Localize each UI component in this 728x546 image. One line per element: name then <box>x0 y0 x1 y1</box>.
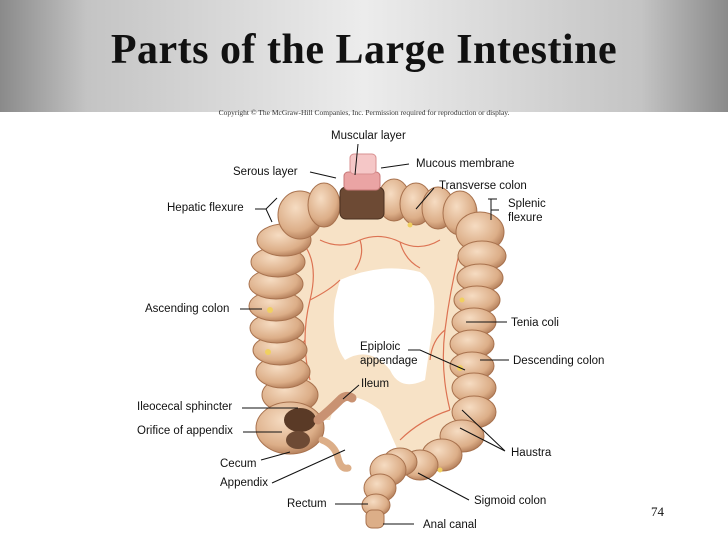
label-appendix: Appendix <box>220 477 268 489</box>
ileum <box>313 391 357 425</box>
label-orifice-of-appendix: Orifice of appendix <box>137 425 233 437</box>
label-mucous-membrane: Mucous membrane <box>416 158 515 170</box>
title-bar <box>0 0 728 112</box>
label-cecum: Cecum <box>220 458 257 470</box>
label-ascending-colon: Ascending colon <box>145 303 230 315</box>
label-anal-canal: Anal canal <box>423 519 477 531</box>
colon-haustra <box>248 178 507 481</box>
label-epiploic-appendage-line1: Epiploic <box>360 341 401 353</box>
rectum <box>361 453 407 529</box>
appendix <box>318 436 352 472</box>
epiploic-appendages <box>265 222 465 473</box>
label-splenic-flexure-line2: flexure <box>508 212 543 224</box>
label-hepatic-flexure: Hepatic flexure <box>167 202 244 214</box>
leader-lines <box>240 143 509 525</box>
label-haustra: Haustra <box>511 447 552 459</box>
label-ileocecal-sphincter: Ileocecal sphincter <box>137 401 233 413</box>
label-splenic-flexure-line1: Splenic <box>508 198 546 210</box>
label-descending-colon: Descending colon <box>513 355 605 367</box>
slide-title: Parts of the Large Intestine <box>110 27 618 73</box>
label-rectum: Rectum <box>287 498 327 510</box>
label-epiploic-appendage-line2: appendage <box>360 355 418 367</box>
cecum <box>255 401 325 455</box>
cut-section-layers <box>339 153 385 220</box>
lumen-window <box>333 268 435 385</box>
label-muscular-layer: Muscular layer <box>331 130 406 142</box>
label-serous-layer: Serous layer <box>233 166 298 178</box>
page-number: 74 <box>651 504 664 519</box>
label-transverse-colon: Transverse colon <box>439 180 527 192</box>
label-ileum: Ileum <box>361 378 390 390</box>
label-sigmoid-colon: Sigmoid colon <box>474 495 547 507</box>
label-tenia-coli: Tenia coli <box>511 317 559 329</box>
copyright-notice: Copyright © The McGraw-Hill Companies, I… <box>218 108 510 117</box>
